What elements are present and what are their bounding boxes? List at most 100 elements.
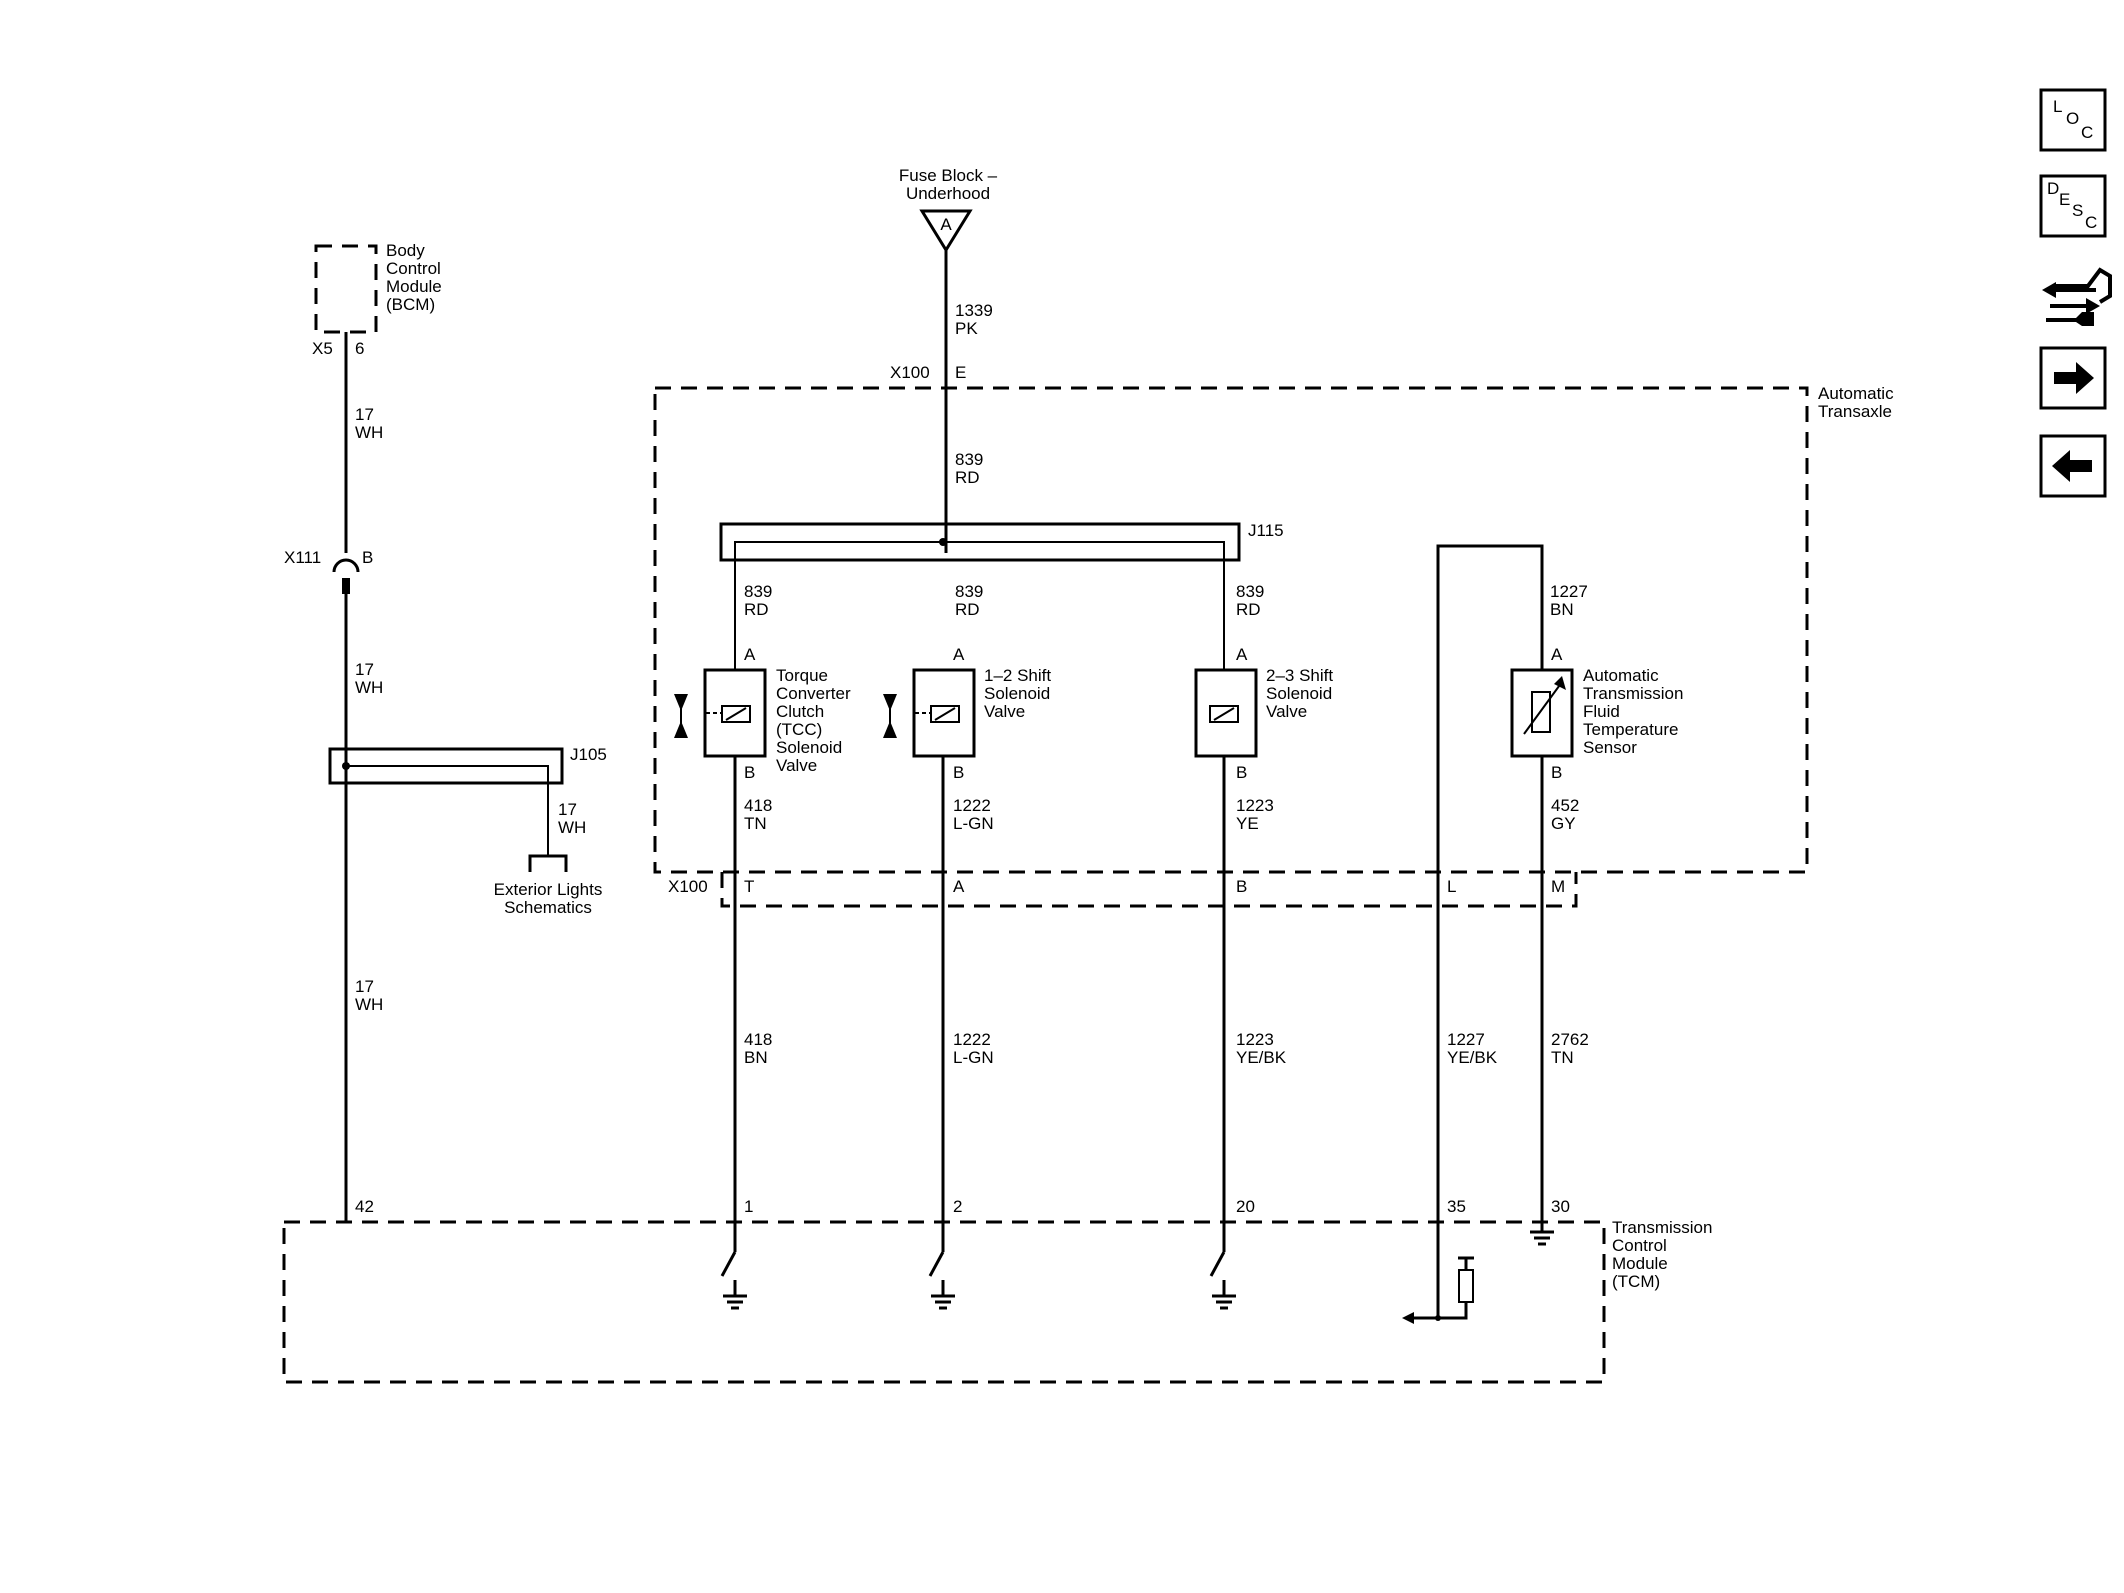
wire-label: BN: [1550, 600, 1574, 619]
tcc-label-6: Valve: [776, 756, 817, 775]
x100-top-pin: E: [955, 363, 966, 382]
wire-label: GY: [1551, 814, 1576, 833]
ss23-label-1: 2–3 Shift: [1266, 666, 1333, 685]
desc-char-c: C: [2085, 213, 2097, 232]
fuse-block-label-1: Fuse Block –: [899, 166, 998, 185]
fuse-block-label-2: Underhood: [906, 184, 990, 203]
x100-bottom-label: X100: [668, 877, 708, 896]
wire-label: 1222: [953, 1030, 991, 1049]
wire-label: RD: [744, 600, 769, 619]
j105-label: J105: [570, 745, 607, 764]
wire-label: BN: [744, 1048, 768, 1067]
tcm-low-side-driver-20: [1209, 1251, 1236, 1310]
wire-label: 1223: [1236, 796, 1274, 815]
x111-connector-label: X111: [284, 548, 321, 567]
desc-char-d: D: [2047, 179, 2059, 198]
tcm-label-1: Transmission: [1612, 1218, 1712, 1237]
wire-label: 418: [744, 796, 772, 815]
temp-label-4: Temperature: [1583, 720, 1678, 739]
x100-pin-t: T: [744, 877, 754, 896]
pin-b-label: B: [1551, 763, 1562, 782]
temp-label-2: Transmission: [1583, 684, 1683, 703]
loc-char-c: C: [2081, 123, 2093, 142]
fuse-pin-label: A: [940, 215, 952, 234]
tcm-pin-20: 20: [1236, 1197, 1255, 1216]
wire-label: 17: [355, 405, 374, 424]
temp-label-5: Sensor: [1583, 738, 1637, 757]
wire-1227-loop: [1436, 544, 1544, 1316]
wire-label: 2762: [1551, 1030, 1589, 1049]
tcm-pin-2: 2: [953, 1197, 962, 1216]
tcm-pin-35: 35: [1447, 1197, 1466, 1216]
fuse-block-pin-symbol: A: [919, 209, 973, 253]
body-control-module: Body Control Module (BCM): [314, 241, 442, 334]
loc-char-o: O: [2066, 109, 2079, 128]
x100-pin-b: B: [1236, 877, 1247, 896]
temp-label-3: Fluid: [1583, 702, 1620, 721]
tcm-pin-42: 42: [355, 1197, 374, 1216]
tcm-label-3: Module: [1612, 1254, 1668, 1273]
tcc-solenoid-valve: [674, 668, 767, 758]
j115-label: J115: [1248, 521, 1284, 540]
wire-label: 1222: [953, 796, 991, 815]
x5-connector-label: X5: [312, 339, 333, 358]
loc-button[interactable]: L O C: [2039, 88, 2107, 152]
pin-a-label: A: [1236, 645, 1248, 664]
exterior-lights-reference: Exterior Lights Schematics: [494, 854, 603, 917]
x111-pin-label: B: [362, 548, 373, 567]
pin-a-label: A: [744, 645, 756, 664]
x111-inline-connector: [332, 558, 360, 594]
x100-pin-m: M: [1551, 877, 1565, 896]
wire-label: 1223: [1236, 1030, 1274, 1049]
arrow-right-icon[interactable]: [2039, 346, 2107, 410]
wire-label: L-GN: [953, 814, 994, 833]
wire-label: WH: [355, 678, 383, 697]
wire-label: 17: [355, 660, 374, 679]
wire-label: 839: [1236, 582, 1264, 601]
wire-label: RD: [955, 600, 980, 619]
wire-label: TN: [1551, 1048, 1574, 1067]
exterior-lights-label-2: Schematics: [504, 898, 592, 917]
automatic-transaxle-box: [653, 386, 1809, 874]
wire-label: WH: [558, 818, 586, 837]
wire-label: YE/BK: [1236, 1048, 1287, 1067]
ss12-label-2: Solenoid: [984, 684, 1050, 703]
desc-char-s: S: [2072, 201, 2083, 220]
wire-label: WH: [355, 423, 383, 442]
wire-label: 1339: [955, 301, 993, 320]
connector-icon[interactable]: [2042, 267, 2112, 326]
wire-label: TN: [744, 814, 767, 833]
tcc-label-2: Converter: [776, 684, 851, 703]
tcm-label-4: (TCM): [1612, 1272, 1660, 1291]
pin-b-label: B: [744, 763, 755, 782]
temp-label-1: Automatic: [1583, 666, 1659, 685]
wire-label: 452: [1551, 796, 1579, 815]
tcm-low-side-driver-1: [720, 1251, 747, 1310]
desc-button[interactable]: D E S C: [2039, 174, 2107, 238]
tcc-label-1: Torque: [776, 666, 828, 685]
transmission-control-module-box: [282, 1220, 1606, 1384]
x100-top-label: X100: [890, 363, 930, 382]
transaxle-label-1: Automatic: [1818, 384, 1894, 403]
wire-label: 17: [355, 977, 374, 996]
ss12-label-1: 1–2 Shift: [984, 666, 1051, 685]
x100-pin-a: A: [953, 877, 965, 896]
wire-label: 1227: [1447, 1030, 1485, 1049]
tcm-sensor-ground: [1530, 1230, 1554, 1246]
j115-splice: [719, 522, 1241, 670]
tcc-label-5: Solenoid: [776, 738, 842, 757]
x5-pin-label: 6: [355, 339, 364, 358]
ss12-label-3: Valve: [984, 702, 1025, 721]
wire-label: 839: [955, 450, 983, 469]
transaxle-label-2: Transaxle: [1818, 402, 1892, 421]
bcm-label-3: Module: [386, 277, 442, 296]
arrow-left-icon[interactable]: [2039, 434, 2107, 498]
j105-splice: [328, 747, 564, 856]
tcm-low-side-driver-2: [928, 1251, 955, 1310]
fluid-temperature-sensor: [1510, 668, 1574, 758]
exterior-lights-label-1: Exterior Lights: [494, 880, 603, 899]
wire-label: PK: [955, 319, 978, 338]
wire-label: 839: [744, 582, 772, 601]
shift-solenoid-1-2: [883, 668, 976, 758]
